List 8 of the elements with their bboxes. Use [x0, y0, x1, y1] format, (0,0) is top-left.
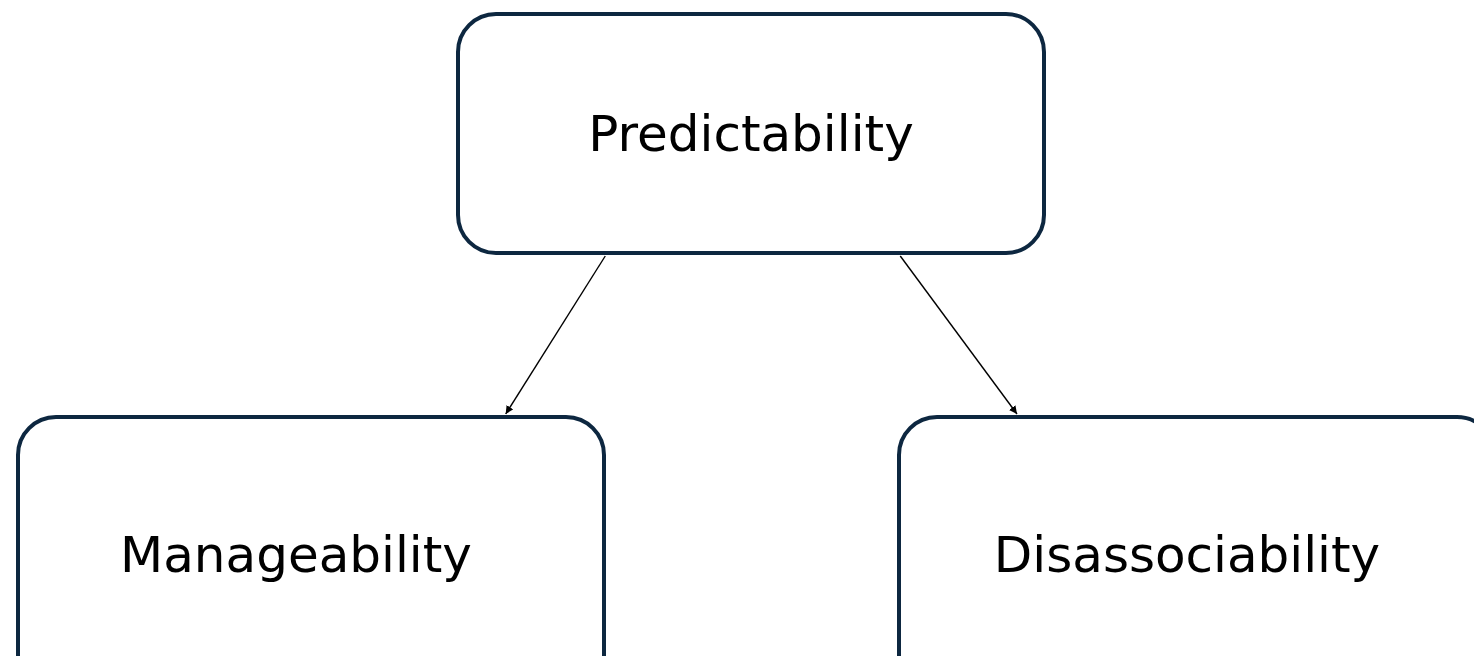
arrow [505, 255, 606, 415]
node-label: Predictability [588, 104, 914, 163]
rounded-box [897, 415, 1474, 656]
node-label: Manageability [120, 526, 472, 584]
rounded-box [16, 415, 606, 656]
node-label: Disassociability [993, 526, 1381, 584]
rounded-box [456, 12, 1046, 255]
arrow [899, 255, 1018, 415]
